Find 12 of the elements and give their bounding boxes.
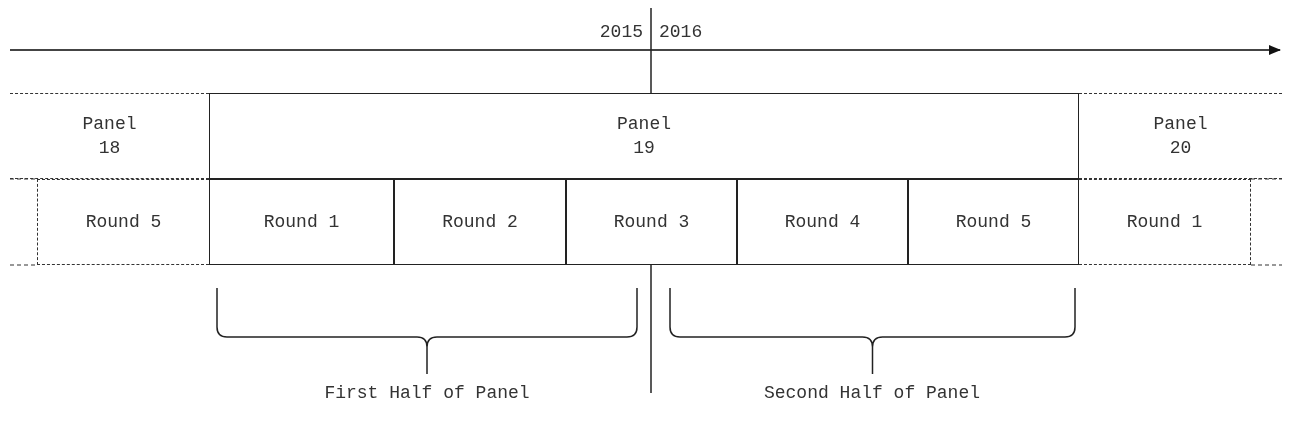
round-box: Round 1 bbox=[1079, 179, 1251, 265]
brace-label: Second Half of Panel bbox=[762, 382, 981, 405]
round-box: Round 4 bbox=[737, 179, 908, 265]
round-box: Round 2 bbox=[394, 179, 566, 265]
panel-box: Panel 20 bbox=[1079, 93, 1282, 179]
year-label: 2016 bbox=[659, 21, 703, 44]
round-box: Round 5 bbox=[908, 179, 1079, 265]
year-label: 2015 bbox=[599, 21, 643, 44]
round-box: Round 3 bbox=[566, 179, 737, 265]
brace-label: First Half of Panel bbox=[323, 382, 531, 405]
panel-box: Panel 19 bbox=[209, 93, 1079, 179]
round-box: Round 1 bbox=[209, 179, 394, 265]
